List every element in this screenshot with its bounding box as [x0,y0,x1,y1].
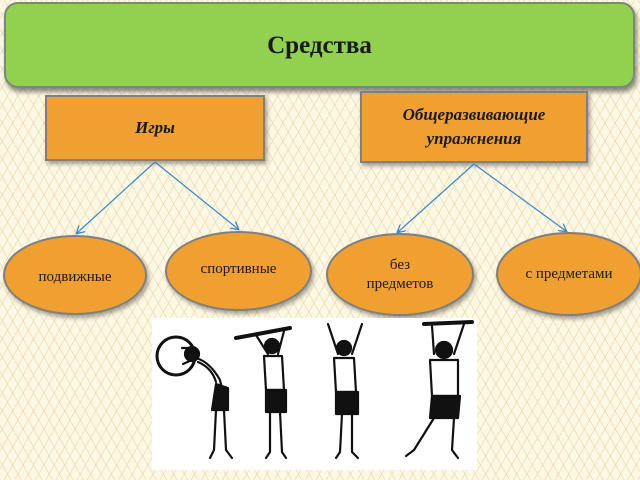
subcategory-mobile-label: подвижные [38,268,112,285]
subcategory-sports-label: спортивные [200,260,277,277]
subcategory-no-equipment: без предметов [326,233,474,316]
category-general-exercises-label: Общеразвивающие упражнения [402,105,546,148]
arrow-games-to-sports [154,161,238,229]
category-games-label: Игры [135,118,175,137]
category-general-exercises: Общеразвивающие упражнения [360,91,588,163]
diagram-title: Средства [4,2,635,88]
subcategory-mobile: подвижные [3,235,147,315]
category-games: Игры [45,95,265,161]
arrow-general-to-with-equipment [473,163,566,231]
subcategory-sports: спортивные [165,231,312,311]
arrow-games-to-mobile [77,161,156,233]
subcategory-no-equipment-label: без предметов [366,256,434,292]
arrow-general-to-no-equipment [398,163,475,232]
figure-ball [155,335,234,460]
figure-stick-1 [234,326,292,460]
diagram-title-text: Средства [267,32,372,59]
exercise-figures-drawing [155,320,474,460]
figure-stick-2 [404,320,474,460]
subcategory-with-equipment-label: с предметами [525,265,613,282]
figure-arms-raised [326,322,364,460]
exercise-figures-illustration [152,318,477,470]
subcategory-with-equipment: с предметами [496,232,640,316]
